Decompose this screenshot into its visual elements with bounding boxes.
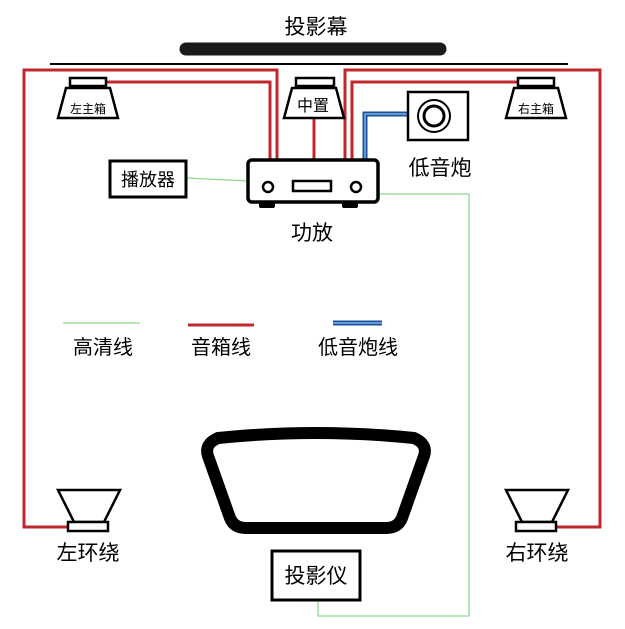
legend-hdmi-label: 高清线 xyxy=(73,335,133,359)
seating xyxy=(201,427,431,534)
right-surround-speaker xyxy=(503,488,571,533)
legend-speaker-label: 音箱线 xyxy=(191,335,251,359)
center-label: 中置 xyxy=(297,96,329,115)
left-main-label: 左主箱 xyxy=(70,101,106,116)
wire-right-main xyxy=(350,80,530,160)
speaker-wires xyxy=(22,68,602,529)
center-speaker xyxy=(282,76,346,120)
screen-label: 投影幕 xyxy=(285,15,348,39)
player-box xyxy=(108,159,188,199)
subwoofer-wire xyxy=(362,111,410,160)
subwoofer-label: 低音炮 xyxy=(409,156,472,180)
hdmi-wires xyxy=(185,177,470,617)
left-surround-speaker xyxy=(55,488,123,533)
wire-right-surround xyxy=(343,68,602,529)
wire-left-main xyxy=(100,80,272,160)
left-main-speaker xyxy=(56,76,120,120)
projector-label: 投影仪 xyxy=(285,564,348,588)
wire-left-surround xyxy=(22,68,279,529)
left-surround-label: 左环绕 xyxy=(57,541,120,565)
right-main-label: 右主箱 xyxy=(518,101,554,116)
amplifier-label: 功放 xyxy=(291,221,333,245)
player-label: 播放器 xyxy=(121,170,175,191)
amplifier xyxy=(246,158,380,208)
projector-box xyxy=(270,549,362,602)
right-main-speaker xyxy=(504,76,568,120)
legend-sub-label: 低音炮线 xyxy=(318,335,398,359)
subwoofer xyxy=(406,90,470,142)
legend xyxy=(63,320,382,327)
right-surround-label: 右环绕 xyxy=(506,541,569,565)
hdmi-player-amp xyxy=(185,177,249,182)
hdmi-amp-projector xyxy=(317,193,470,617)
